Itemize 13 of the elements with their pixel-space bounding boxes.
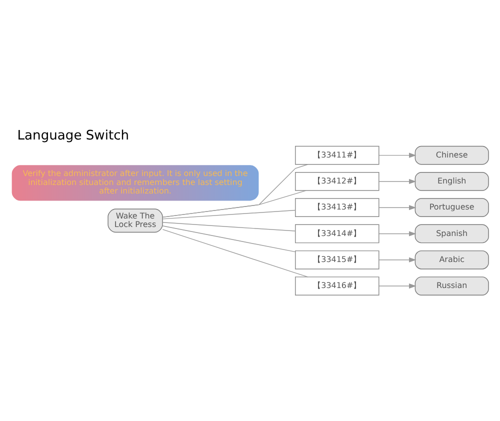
- connector: [162, 222, 296, 232]
- connector: [162, 210, 296, 220]
- connector: [162, 190, 306, 218]
- arrow: [378, 178, 416, 184]
- arrow: [378, 257, 416, 262]
- arrow: [378, 283, 416, 289]
- arrow: [378, 205, 416, 210]
- diagram-title: Language Switch: [17, 128, 130, 144]
- connector: [162, 226, 296, 252]
- connector: [162, 229, 308, 278]
- arrow: [378, 231, 416, 236]
- connector: [162, 164, 308, 218]
- arrow: [378, 152, 416, 158]
